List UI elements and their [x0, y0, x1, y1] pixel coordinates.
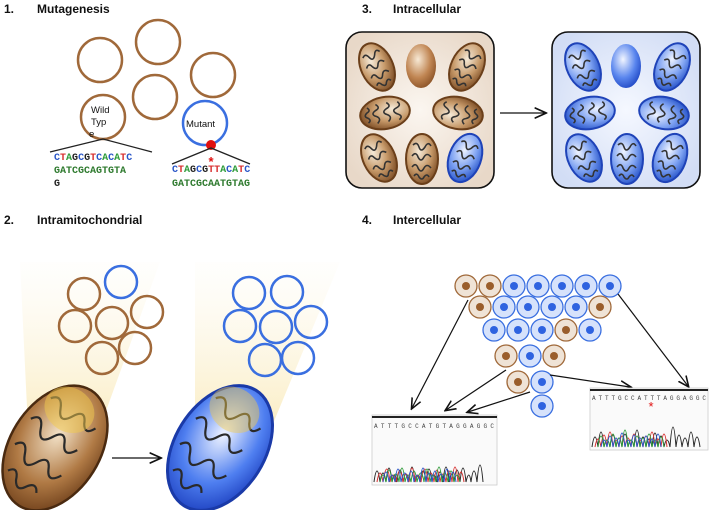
arrow — [412, 299, 469, 408]
mitochondrion-mutant — [610, 133, 644, 185]
mtdna-circles-wildtype — [76, 18, 237, 141]
mtdna-circle-mutant — [293, 304, 329, 340]
panel-title: Intramitochondrial — [37, 213, 142, 227]
wildtype-label: Typ — [91, 117, 106, 128]
mutation-marker: * — [648, 399, 653, 414]
mtdna-circle — [131, 73, 179, 121]
wildtype-label: e — [89, 129, 94, 140]
mtdna-circle — [134, 18, 182, 66]
cell-nucleus — [500, 303, 508, 311]
panel-intercellular: 4. Intercellular A T T T G C C A T G T A… — [362, 213, 709, 486]
panel-mutagenesis: 1. Mutagenesis Wild Typ e Mutant CTAGCGT… — [4, 2, 251, 190]
cell-nucleus — [510, 282, 518, 290]
cell-nucleus — [526, 352, 534, 360]
trace-peaks-blue — [382, 467, 457, 483]
arrow — [617, 293, 688, 386]
panel-number: 3. — [362, 2, 372, 16]
wildtype-sequence: CTAGCGTCACATC GATCGCAGTGTA G — [54, 153, 132, 190]
mitochondrion-wildtype — [405, 133, 439, 185]
nucleus — [611, 44, 641, 88]
cell-nucleus — [502, 352, 510, 360]
expansion-line — [49, 138, 153, 153]
nucleus — [406, 44, 436, 88]
mitochondrion-large-wildtype — [1, 384, 109, 512]
mitochondrion-large-mutant — [166, 384, 274, 512]
cell-nucleus — [524, 303, 532, 311]
trace-frame — [589, 387, 709, 451]
panel-title: Intracellular — [393, 2, 461, 16]
trace-frame — [371, 414, 498, 486]
panel-intracellular: 3. Intracellular — [345, 2, 701, 189]
mutation-marker: * — [208, 154, 214, 169]
arrow — [468, 391, 531, 412]
mtdna-circle-mutant — [269, 274, 305, 310]
cell-nucleus — [538, 326, 546, 334]
mtdna-circle-wildtype — [129, 294, 165, 330]
cell-nucleus — [596, 303, 604, 311]
trace-arrows — [412, 293, 688, 412]
arrow — [549, 374, 630, 387]
trace-peaks-green — [597, 429, 665, 448]
panel-number: 2. — [4, 213, 14, 227]
mtdna-cluster-mutant — [222, 274, 329, 378]
panel-title: Mutagenesis — [37, 2, 110, 16]
cell-nucleus — [534, 282, 542, 290]
mtdna-circle-mutant — [222, 308, 258, 344]
cell-nucleus — [548, 303, 556, 311]
cell-nucleus — [538, 402, 546, 410]
cell-nucleus — [586, 326, 594, 334]
seq-top: CTAGCGTCACATC — [54, 153, 132, 164]
mtdna-circle-wildtype — [66, 276, 102, 312]
mutant-label: Mutant — [186, 119, 215, 130]
mtdna-circle-mutant — [181, 99, 229, 147]
cell-pyramid — [454, 274, 622, 418]
panel-title: Intercellular — [393, 213, 461, 227]
trace-sequence: A T T T G C C A T T T A G G A G G C — [592, 395, 706, 402]
seq-bottom: G — [54, 179, 60, 190]
mtdna-circle-mutant — [231, 275, 267, 311]
cell-nucleus — [462, 282, 470, 290]
cell-nucleus — [606, 282, 614, 290]
sequencing-trace-mutant: A T T T G C C A T T T A G G A G G C * — [589, 387, 709, 451]
mito-group-after — [556, 36, 699, 189]
cell-nucleus — [558, 282, 566, 290]
trace-peaks-blue — [600, 432, 662, 448]
trace-peaks-red — [376, 466, 465, 483]
mtdna-circle — [189, 51, 237, 99]
mtdna-circle-wildtype — [94, 305, 130, 341]
panel-intramitochondrial: 2. Intramitochondrial — [1, 213, 340, 512]
cell-nucleus — [538, 378, 546, 386]
cell-nucleus — [550, 352, 558, 360]
trace-sequence: A T T T G C C A T G T A G G A G G C — [374, 423, 494, 430]
seq-bottom: GATCGCAATGTAG — [172, 179, 250, 190]
mtdna-cluster-mixed — [57, 264, 165, 376]
cell-nucleus — [476, 303, 484, 311]
mtdna-circle-wildtype — [57, 308, 93, 344]
seq-top: CTAGCGTTACATC — [172, 165, 250, 176]
mtdna-circle-mutant — [280, 340, 316, 376]
mtdna-circle-wildtype — [84, 340, 120, 376]
cell-nucleus — [572, 303, 580, 311]
arrow — [446, 369, 507, 410]
mtdna-circle-wildtype — [117, 330, 153, 366]
cell-nucleus — [490, 326, 498, 334]
expansion-line — [171, 147, 251, 165]
mtdna-circle-mutant — [103, 264, 139, 300]
mito-group-before — [350, 36, 494, 189]
cell-nucleus — [486, 282, 494, 290]
mtdna-circle-mutant — [258, 309, 294, 345]
panel-number: 4. — [362, 213, 372, 227]
cell-nucleus — [514, 326, 522, 334]
mutant-sequence: CTAGCGTTACATC GATCGCAATGTAG * — [172, 154, 250, 190]
mtdna-circle — [76, 36, 124, 84]
mutation-site-dot — [206, 140, 216, 150]
sequencing-trace-wildtype: A T T T G C C A T G T A G G A G G C — [371, 414, 498, 486]
cell-nucleus — [562, 326, 570, 334]
cell-nucleus — [582, 282, 590, 290]
panel-number: 1. — [4, 2, 14, 16]
seq-bottom: GATCGCAGTGTA — [54, 166, 126, 177]
cell-nucleus — [514, 378, 522, 386]
wildtype-label: Wild — [91, 105, 109, 116]
